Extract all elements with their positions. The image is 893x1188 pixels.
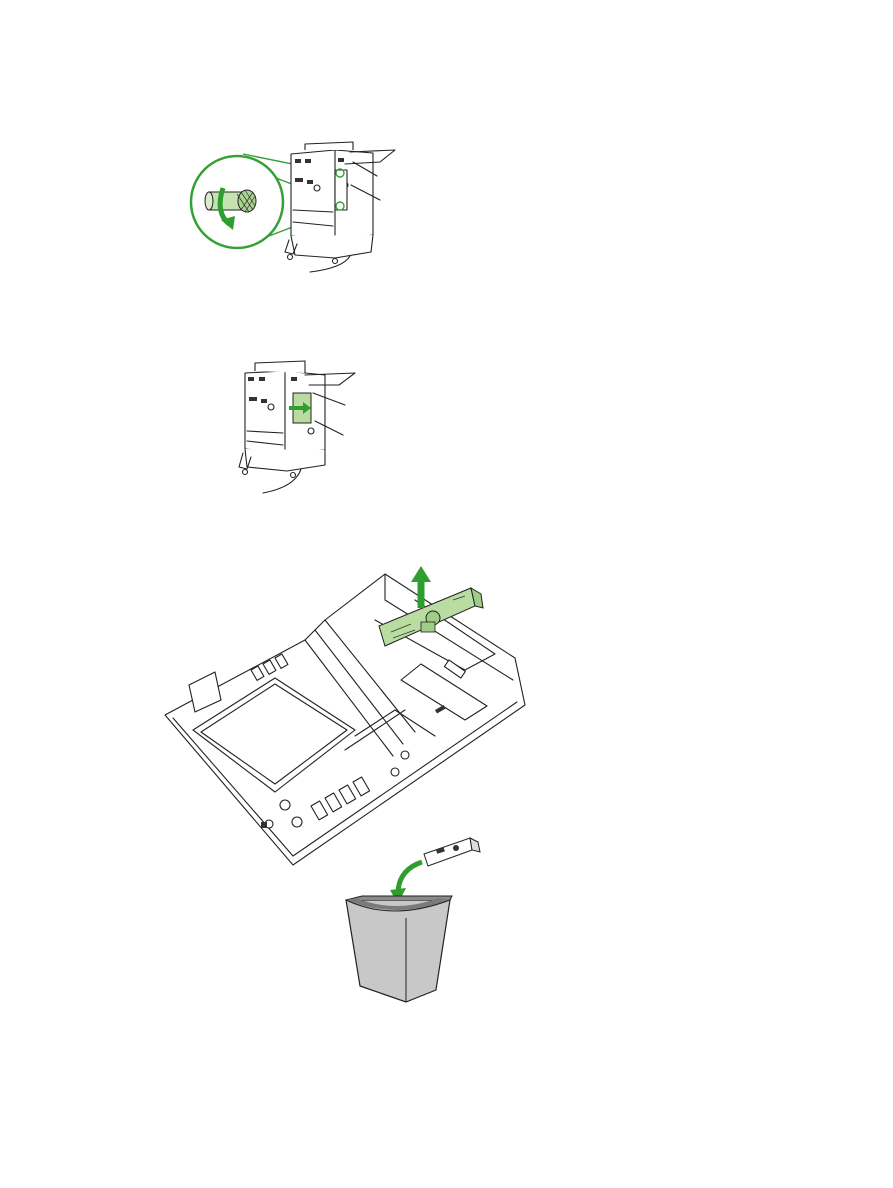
printer-rear-icon [284,141,396,273]
figure-remove-thumbscrews [185,140,405,285]
figure-lift-out-card [164,560,535,870]
thumbscrew-callout [189,154,285,250]
card-icon [378,586,484,647]
figure-discard-card [340,826,490,1006]
card-icon [423,837,481,867]
trash-bin-icon [345,895,453,1003]
thumbscrew-icon [204,189,257,213]
printer-rear-icon [238,360,356,494]
slide-arrow-icon [289,402,311,414]
figure-slide-out-formatter [235,355,365,505]
counterclockwise-arrow-icon [217,187,235,230]
formatter-board-icon [164,573,526,866]
up-arrow-icon [411,566,431,608]
